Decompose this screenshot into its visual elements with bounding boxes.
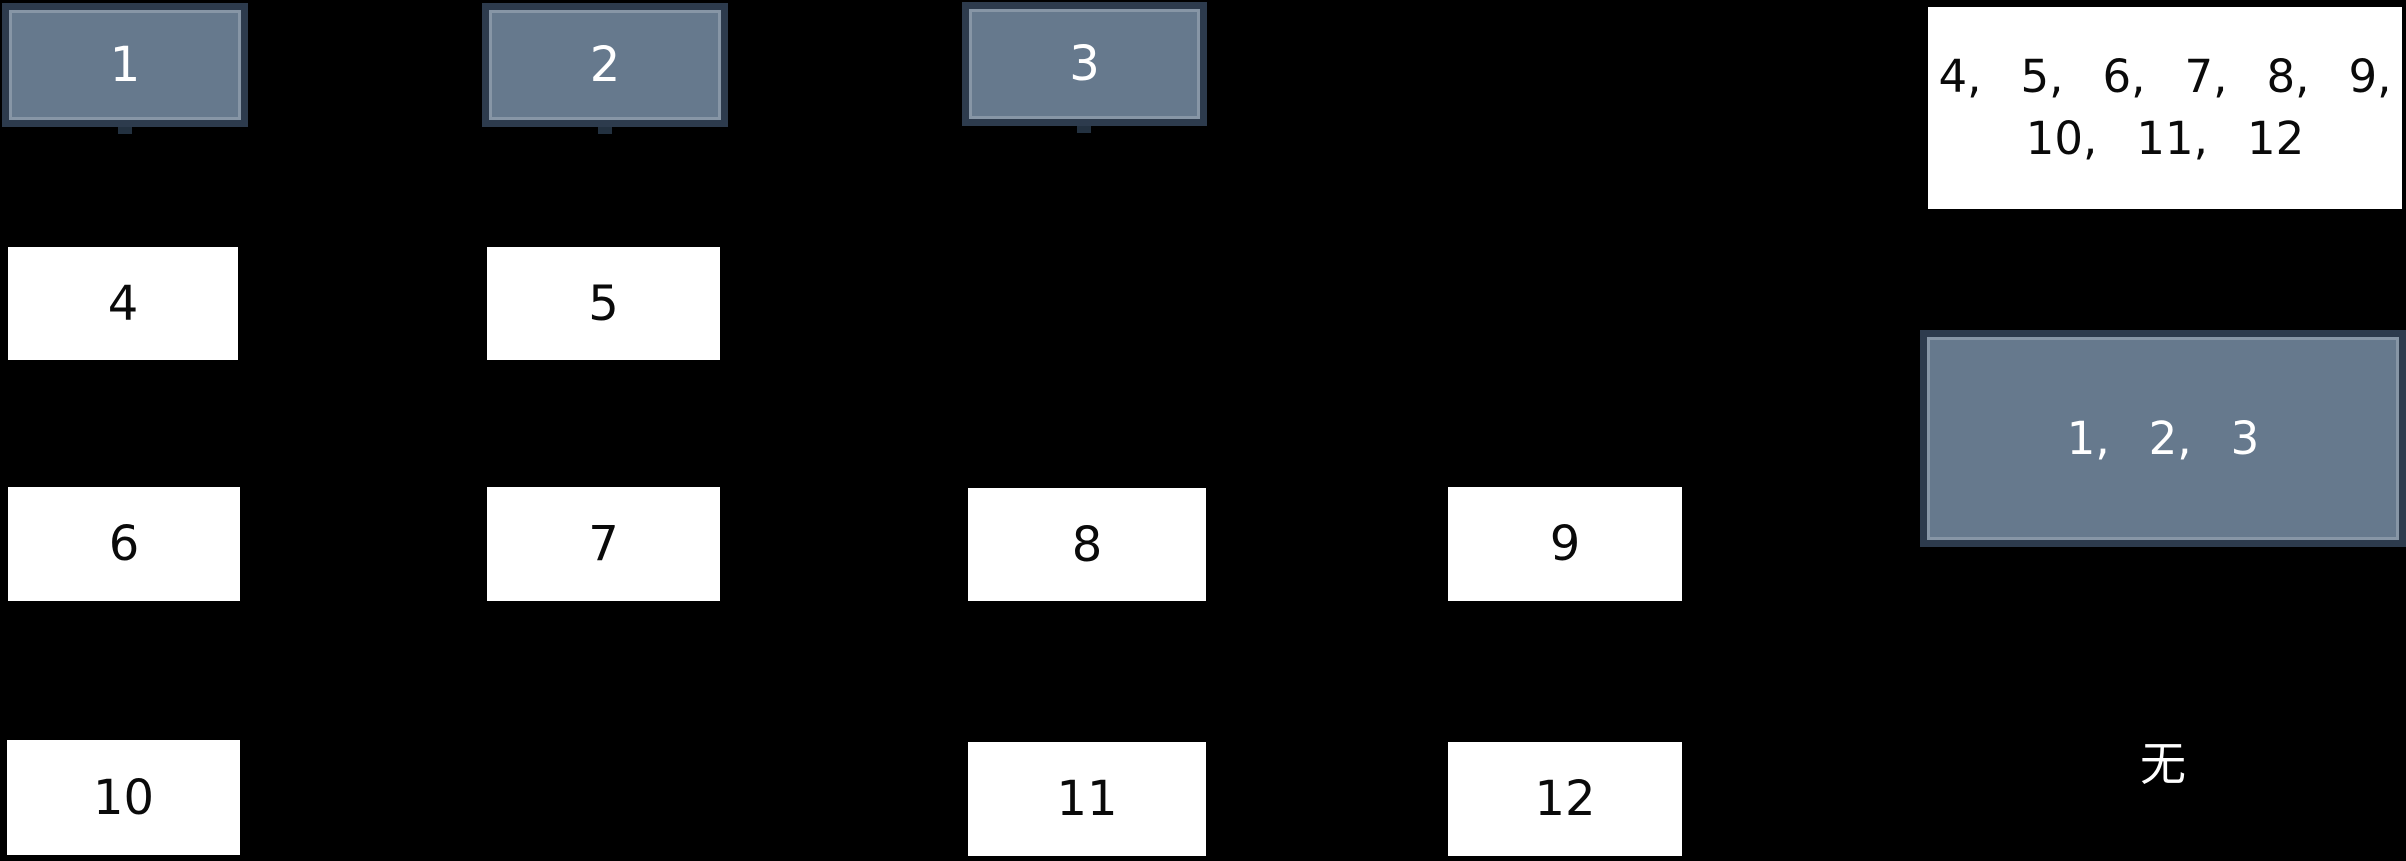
node-3-label: 3: [1069, 36, 1100, 92]
legend-plain-group-line2: 10, 11, 12: [2025, 112, 2305, 165]
node-5: 5: [487, 247, 720, 360]
node-11-label: 11: [1056, 771, 1118, 827]
node-4: 4: [8, 247, 238, 360]
connector-stub: [1077, 126, 1091, 133]
node-6: 6: [8, 487, 240, 601]
node-7-label: 7: [588, 516, 619, 572]
node-10: 10: [7, 740, 240, 855]
node-12-label: 12: [1534, 771, 1596, 827]
node-1-label: 1: [109, 37, 141, 93]
node-9-label: 9: [1549, 516, 1581, 572]
legend-none-label: 无: [2140, 737, 2186, 791]
node-11: 11: [968, 742, 1206, 856]
node-8: 8: [968, 488, 1206, 601]
node-5-label: 5: [588, 275, 619, 332]
node-1: 1: [2, 3, 248, 127]
node-8-label: 8: [1071, 516, 1103, 573]
node-3: 3: [962, 2, 1207, 126]
legend-plain-group-box: 4, 5, 6, 7, 8, 9, 10, 11, 12: [1928, 7, 2402, 209]
connector-stub: [598, 127, 612, 134]
connector-stub: [118, 127, 132, 134]
node-2: 2: [482, 3, 728, 127]
node-6-label: 6: [108, 516, 140, 572]
node-10-label: 10: [92, 769, 155, 826]
node-7: 7: [487, 487, 720, 601]
node-4-label: 4: [107, 275, 139, 332]
node-9: 9: [1448, 487, 1682, 601]
legend-highlighted-group-label: 1, 2, 3: [2066, 412, 2260, 465]
node-2-label: 2: [589, 37, 621, 93]
legend-highlighted-group-box: 1, 2, 3: [1920, 330, 2406, 547]
legend-plain-group-line1: 4, 5, 6, 7, 8, 9,: [1938, 50, 2392, 103]
node-12: 12: [1448, 742, 1682, 856]
